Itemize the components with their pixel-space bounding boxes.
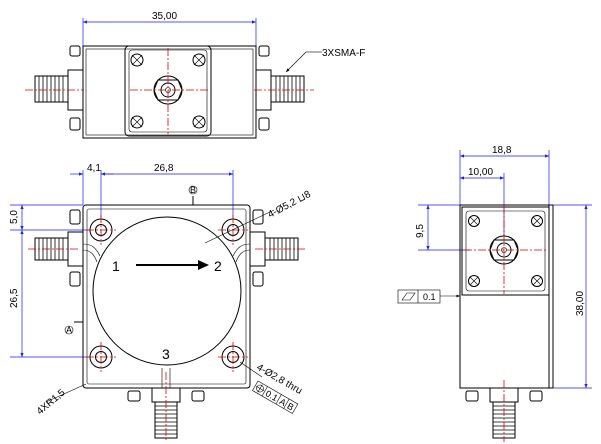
- dim-10-00: 10,00: [468, 167, 493, 178]
- port-3-label: 3: [162, 346, 170, 362]
- dim-9-5: 9,5: [415, 224, 426, 238]
- right-connector-knurl: [275, 76, 301, 102]
- connector-note: 3XSMA-F: [322, 48, 365, 59]
- top-view: 35,00: [25, 11, 365, 139]
- tol-datum-b: B: [285, 401, 295, 413]
- tol-datum-a: A: [278, 396, 288, 408]
- dim-18-8: 18,8: [492, 145, 512, 156]
- hole-note-top: 4-Ø5,2 ⊔8: [266, 189, 313, 221]
- side-flange-screws: [468, 215, 543, 287]
- front-view: 4,1 26,8 B 5,0 26,5 A: [9, 163, 313, 442]
- flatness-value: 0.1: [423, 292, 436, 302]
- dim-5-0: 5,0: [9, 210, 20, 224]
- datum-b: B: [190, 185, 196, 195]
- dim-38-00: 38,00: [575, 291, 586, 316]
- datum-a: A: [66, 325, 72, 335]
- position-tolerance-frame: 0.1 A B: [252, 380, 299, 414]
- left-connector-knurl: [38, 76, 64, 102]
- tol-value: 0.1: [264, 388, 280, 403]
- side-view: 18,8 10,00 9,5 38,00 0.1: [397, 145, 592, 442]
- dim-4-1: 4,1: [87, 163, 101, 174]
- port-2-label: 2: [214, 258, 222, 274]
- top-flange-screws: [130, 53, 206, 129]
- top-width-dim: 35,00: [152, 11, 177, 22]
- dim-26-5: 26,5: [9, 288, 20, 308]
- hole-centerlines: [28, 215, 306, 442]
- port-1-label: 1: [112, 258, 120, 274]
- dim-26-8: 26,8: [154, 163, 174, 174]
- radius-note: 4XR1,5: [35, 387, 68, 417]
